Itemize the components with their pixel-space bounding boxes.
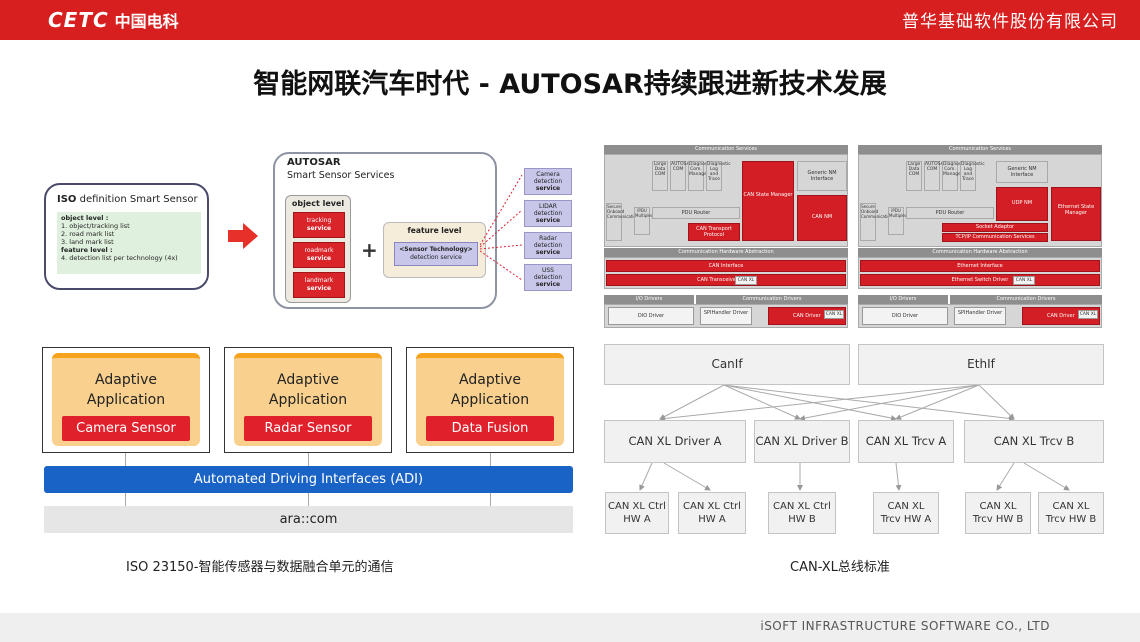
canxl-trcv-a: CAN XL Trcv A bbox=[858, 420, 954, 463]
canxl-caption: CAN-XL总线标准 bbox=[790, 560, 890, 575]
autosar-subtitle: Smart Sensor Services bbox=[287, 170, 395, 181]
canxl-trcv-b: CAN XL Trcv B bbox=[964, 420, 1104, 463]
right-arrow-icon bbox=[228, 223, 258, 249]
can-stack-left: Communication Services Large Data COM AU… bbox=[604, 145, 848, 328]
connector-line bbox=[125, 453, 126, 466]
connector-line bbox=[490, 493, 491, 506]
autosar-title: AUTOSAR bbox=[287, 157, 341, 168]
adi-interfaces-bar: Automated Driving Interfaces (ADI) bbox=[44, 466, 573, 493]
can-stack-right: Communication Services Large Data COM AU… bbox=[858, 145, 1102, 328]
ethif-node: EthIf bbox=[858, 344, 1104, 385]
logo-mark: CETC bbox=[48, 8, 109, 32]
sensor-technology-service: <Sensor Technology>detection service bbox=[394, 242, 478, 266]
plus-sign: + bbox=[361, 238, 378, 262]
cetc-logo: CETC 中国电科 bbox=[48, 6, 179, 34]
radar-sensor-label: Radar Sensor bbox=[244, 416, 372, 441]
iso-line: feature level : bbox=[61, 246, 113, 254]
adi-caption: ISO 23150-智能传感器与数据融合单元的通信 bbox=[126, 560, 394, 575]
iso-line: 1. object/tracking list bbox=[61, 222, 130, 230]
iso-line: 2. road mark list bbox=[61, 230, 115, 238]
autosar-services-box: AUTOSAR Smart Sensor Services object lev… bbox=[273, 152, 497, 309]
iso-title: ISO definition Smart Sensor bbox=[57, 194, 198, 205]
company-name: 普华基础软件股份有限公司 bbox=[902, 12, 1118, 32]
feature-level-box: feature level <Sensor Technology>detecti… bbox=[383, 222, 486, 278]
camera-sensor-label: Camera Sensor bbox=[62, 416, 190, 441]
footer-bar: iSOFT INFRASTRUCTURE SOFTWARE CO., LTD bbox=[0, 613, 1140, 642]
object-level-title: object level bbox=[291, 199, 345, 208]
connector-line bbox=[125, 493, 126, 506]
slide-title: 智能网联汽车时代 - AUTOSAR持续跟进新技术发展 bbox=[253, 69, 887, 100]
iso-level-list: object level : 1. object/tracking list 2… bbox=[57, 212, 201, 274]
connector-line bbox=[308, 493, 309, 506]
iso-line: object level : bbox=[61, 214, 109, 222]
canif-node: CanIf bbox=[604, 344, 850, 385]
data-fusion-label: Data Fusion bbox=[426, 416, 554, 441]
canxl-connectors bbox=[639, 384, 1070, 491]
iso-line: 3. land mark list bbox=[61, 238, 114, 246]
feature-level-title: feature level bbox=[407, 226, 462, 235]
canxl-driver-b: CAN XL Driver B bbox=[754, 420, 850, 463]
canxl-driver-a: CAN XL Driver A bbox=[604, 420, 746, 463]
iso-definition-box: ISO definition Smart Sensor object level… bbox=[44, 183, 209, 290]
footer-company: iSOFT INFRASTRUCTURE SOFTWARE CO., LTD bbox=[760, 619, 1050, 633]
ara-com-bar: ara::com bbox=[44, 506, 573, 533]
logo-cn: 中国电科 bbox=[114, 12, 179, 31]
connector-line bbox=[308, 453, 309, 466]
connector-line bbox=[490, 453, 491, 466]
header-bar: CETC 中国电科 普华基础软件股份有限公司 bbox=[0, 0, 1140, 40]
feature-connectors bbox=[480, 174, 523, 281]
iso-line: 4. detection list per technology (4x) bbox=[61, 254, 178, 262]
